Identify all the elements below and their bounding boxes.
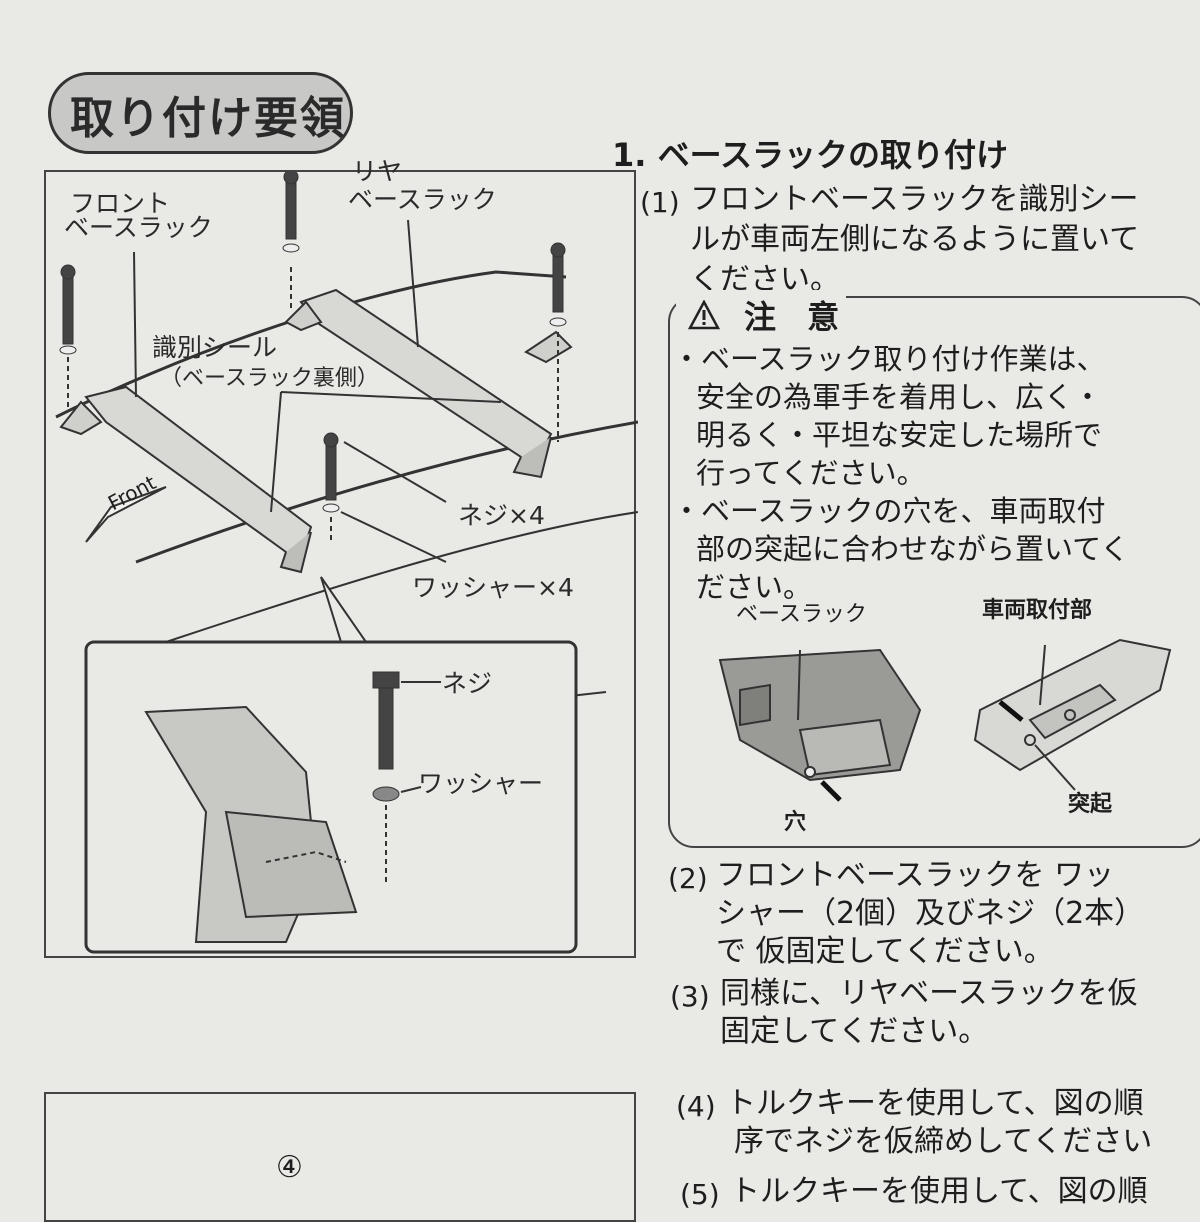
step-2-line-2: シャー（2個）及びネジ（2本） xyxy=(716,896,1145,931)
step-3-line-1: 同様に、リヤベースラックを仮 xyxy=(720,976,1138,1011)
rear-rack-label-1: リヤ xyxy=(352,157,403,186)
caution-box xyxy=(668,296,1200,848)
section-title: 1. ベースラックの取り付け xyxy=(612,136,1008,174)
id-seal-note: （ベースラック裏側） xyxy=(160,366,379,391)
step-3-line-2: 固定してください。 xyxy=(720,1014,989,1049)
roof-rack-illustration xyxy=(55,172,638,954)
protrusion-label: 突起 xyxy=(1068,792,1113,817)
base-rack-diagram-label: ベースラック xyxy=(736,602,867,627)
rear-rack-label-2: ベースラック xyxy=(348,185,497,214)
page-heading: 取り付け要領 xyxy=(70,93,346,144)
front-rack-label-1: フロント xyxy=(70,189,171,218)
step-5-number: (5) xyxy=(680,1178,720,1211)
heading-pill xyxy=(48,72,353,154)
step-4-line-1: トルクキーを使用して、図の順 xyxy=(726,1086,1144,1121)
vehicle-mount-label: 車両取付部 xyxy=(982,598,1093,623)
washer-count-label: ワッシャー×4 xyxy=(412,573,574,602)
step-4-number: (4) xyxy=(676,1090,716,1123)
caution-bullet-2-line-3: ださい。 xyxy=(696,570,813,604)
caution-bullet-2-line-1: ・ベースラックの穴を、車両取付 xyxy=(672,494,1106,528)
caution-bullet-1-line-2: 安全の為軍手を着用し、広く・ xyxy=(696,380,1103,414)
step-1-number: (1) xyxy=(640,186,680,219)
step-2-line-3: で 仮固定してください。 xyxy=(716,934,1054,969)
step-1-line-2: ルが車両左側になるように置いて xyxy=(690,222,1140,257)
warning-triangle-icon xyxy=(688,300,720,330)
order-number-4: ④ xyxy=(276,1150,303,1185)
caution-bullet-1-line-4: 行ってください。 xyxy=(696,456,926,490)
inset-screw-label: ネジ xyxy=(442,669,493,698)
step-5-line-1: トルクキーを使用して、図の順 xyxy=(730,1174,1148,1209)
caution-bullet-1-line-1: ・ベースラック取り付け作業は、 xyxy=(672,342,1106,376)
step-3-number: (3) xyxy=(670,980,710,1013)
screw-count-label: ネジ×4 xyxy=(458,501,545,530)
torque-order-figure xyxy=(44,1092,636,1222)
installation-figure xyxy=(44,170,638,958)
step-2-number: (2) xyxy=(668,862,708,895)
front-rack-label-2: ベースラック xyxy=(64,213,213,242)
step-4-line-2: 序でネジを仮締めしてください xyxy=(734,1124,1153,1159)
step-2-line-1: フロントベースラックを ワッ xyxy=(716,858,1115,893)
caution-title: 注 意 xyxy=(744,298,850,336)
mount-diagram xyxy=(718,638,1172,802)
hole-label: 穴 xyxy=(784,810,807,835)
caution-bullet-1-line-3: 明るく・平坦な安定した場所で xyxy=(696,418,1103,452)
id-seal-label: 識別シール xyxy=(152,333,278,362)
caution-bullet-2-line-2: 部の突起に合わせながら置いてく xyxy=(696,532,1130,566)
inset-washer-label: ワッシャー xyxy=(418,769,544,798)
step-1-line-1: フロントベースラックを識別シー xyxy=(690,182,1139,217)
